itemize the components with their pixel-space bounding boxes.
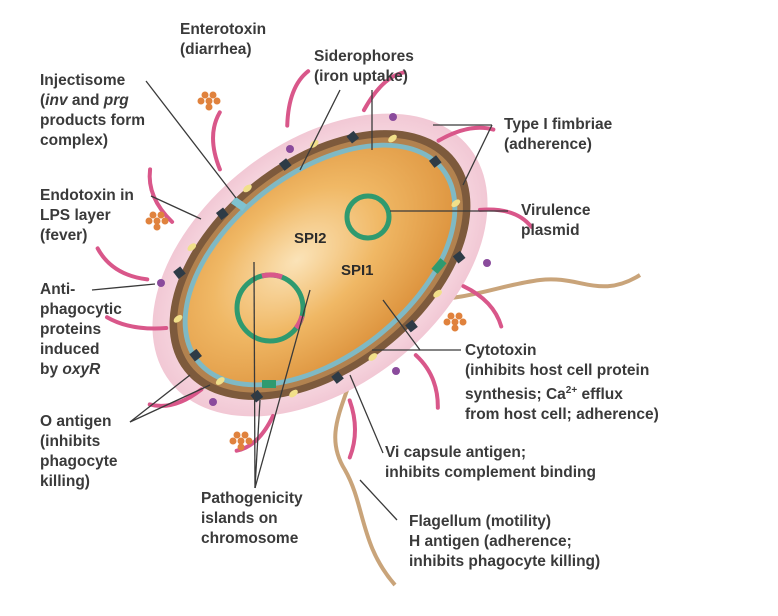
leader-lines (91, 80, 508, 521)
type1-fimbriae-label: Type I fimbriae(adherence) (504, 116, 613, 153)
flagellum (419, 273, 642, 302)
toxin-cluster (229, 431, 253, 451)
injectisome (431, 258, 447, 274)
cytotoxin-label: Cytotoxin (inhibits host cell protein sy… (465, 342, 659, 424)
fimbriae (95, 69, 534, 460)
antiphagocytic-label: Anti- phagocytic proteins induced by oxy… (40, 281, 122, 378)
siderophores-label: Siderophores(iron uptake) (314, 48, 414, 85)
enterotoxin-label: Enterotoxin(diarrhea) (180, 21, 267, 58)
virulence-plasmid (344, 193, 392, 241)
purple-particles (157, 113, 491, 406)
flagellum-label: Flagellum (motility)H antigen (adherence… (409, 513, 601, 570)
injectisome (262, 380, 276, 388)
spi1-label: SPI1 (341, 262, 374, 279)
vi-capsule-label: Vi capsule antigen;inhibits complement b… (385, 444, 596, 481)
cytotoxin-cluster (443, 312, 467, 332)
injectisome-label: Injectisome (inv and prg products form c… (40, 72, 146, 149)
endotoxin-cluster (145, 211, 169, 231)
enterotoxin-cluster (197, 91, 221, 111)
spi2-label: SPI2 (294, 230, 327, 247)
surface-granules (173, 134, 461, 398)
injectisome (230, 196, 248, 212)
membrane-proteins (173, 130, 466, 403)
